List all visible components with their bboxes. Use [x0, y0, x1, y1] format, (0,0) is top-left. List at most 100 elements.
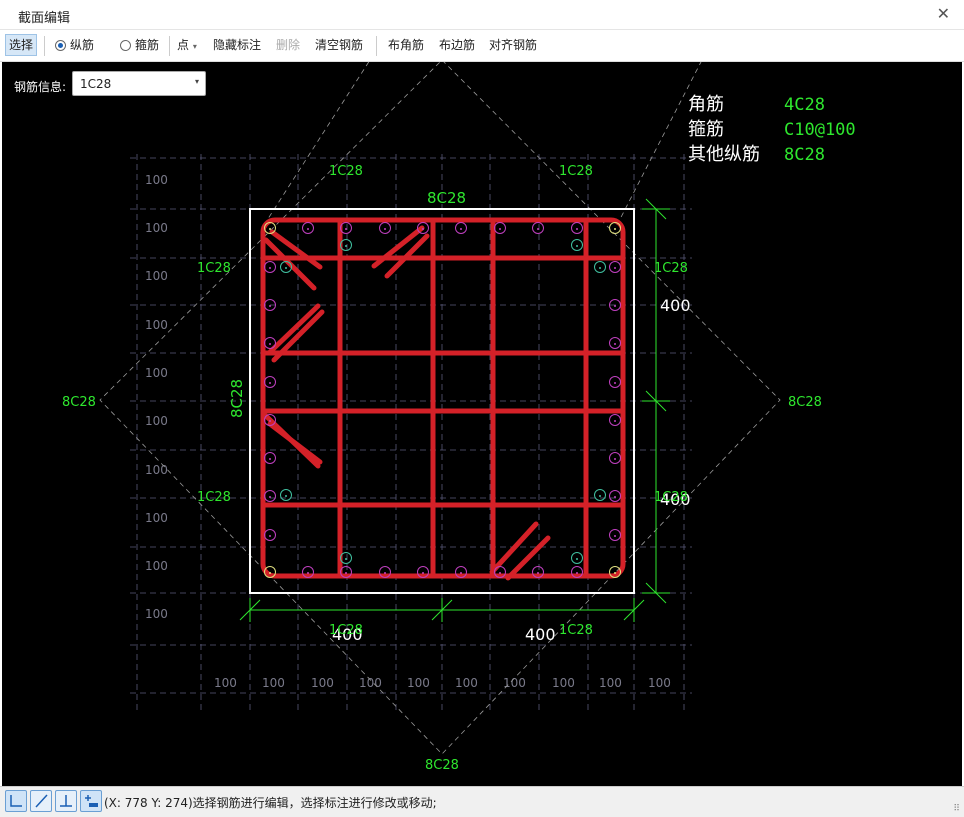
callout-left-lower[interactable]: 1C28	[197, 490, 231, 505]
grid-label: 100	[599, 676, 622, 690]
legend-value[interactable]: 8C28	[784, 145, 825, 165]
side-bar	[609, 337, 621, 349]
side-bar-dot	[537, 572, 539, 574]
grid-label: 100	[214, 676, 237, 690]
grid-label: 100	[455, 676, 478, 690]
side-bar-dot	[384, 228, 386, 230]
diamond-right-label[interactable]: 8C28	[788, 395, 822, 410]
callout-right-upper[interactable]: 1C28	[654, 261, 688, 276]
section-left-label[interactable]: 8C28	[228, 379, 246, 418]
side-bar-dot	[614, 420, 616, 422]
delete-button[interactable]: 删除	[276, 38, 301, 52]
stirrup-hook	[269, 229, 323, 270]
side-bar	[494, 566, 506, 578]
diamond-left-label[interactable]: 8C28	[62, 395, 96, 410]
section-outline[interactable]	[249, 208, 635, 594]
callout-right-lower[interactable]: 1C28	[654, 490, 688, 505]
inner-bar	[280, 489, 292, 501]
side-bar	[417, 222, 429, 234]
orthogonal-snap-button[interactable]	[5, 790, 27, 812]
callout-bottom-right[interactable]: 1C28	[559, 623, 593, 638]
side-bar-dot	[614, 535, 616, 537]
side-bar	[417, 566, 429, 578]
align-rebar-button[interactable]: 对齐钢筋	[489, 38, 538, 52]
side-bar	[571, 222, 583, 234]
side-bar-dot	[384, 572, 386, 574]
perpendicular-snap-button[interactable]	[55, 790, 77, 812]
callout-top-left[interactable]: 1C28	[329, 164, 363, 179]
leader-line	[263, 62, 370, 226]
grid-label: 100	[145, 511, 168, 525]
side-bar	[494, 222, 506, 234]
grid-label: 100	[145, 173, 168, 187]
dim-bottom-left[interactable]: 400	[332, 625, 363, 644]
grid-label: 100	[145, 559, 168, 573]
radio-stirrup[interactable]: 箍筋	[120, 35, 159, 55]
radio-unchecked-icon	[120, 40, 131, 51]
corner-bar-dot	[269, 572, 271, 574]
side-bar-dot	[576, 228, 578, 230]
dim-right-upper[interactable]: 400	[660, 296, 691, 315]
dim-right-lower[interactable]: 400	[660, 490, 691, 509]
clear-rebar-button[interactable]: 清空钢筋	[315, 38, 364, 52]
inner-bar-dot	[576, 558, 578, 560]
hide-annotation-button[interactable]: 隐藏标注	[213, 38, 262, 52]
inner-bar	[340, 239, 352, 251]
leader-line	[616, 62, 702, 226]
slash-line-icon	[35, 794, 48, 808]
radio-stirrup-label: 箍筋	[135, 38, 160, 52]
side-bar-dot	[614, 382, 616, 384]
section-top-label[interactable]: 8C28	[427, 189, 466, 207]
add-dimension-button[interactable]	[80, 790, 102, 812]
side-bar	[532, 566, 544, 578]
edge-rebar-button[interactable]: 布边筋	[439, 38, 476, 52]
side-bar	[302, 566, 314, 578]
side-bar	[264, 376, 276, 388]
title-bar: 截面编辑 ✕	[0, 0, 964, 30]
outer-stirrup	[260, 217, 626, 579]
corner-bar-dot	[269, 228, 271, 230]
side-bar-dot	[269, 420, 271, 422]
side-bar-dot	[499, 572, 501, 574]
grid-label: 100	[311, 676, 334, 690]
dim-bottom-right[interactable]: 400	[525, 625, 556, 644]
longitudinal-bars[interactable]	[264, 222, 621, 578]
corner-rebar-button[interactable]: 布角筋	[388, 38, 425, 52]
oblique-snap-button[interactable]	[30, 790, 52, 812]
side-bar-dot	[345, 228, 347, 230]
inner-bar	[340, 552, 352, 564]
corner-bar	[609, 222, 621, 234]
callout-left-upper[interactable]: 1C28	[197, 261, 231, 276]
diamond-bottom-label[interactable]: 8C28	[425, 758, 459, 773]
side-bar	[264, 490, 276, 502]
callout-top-right[interactable]: 1C28	[559, 164, 593, 179]
resize-grip-icon[interactable]: ⠿	[953, 804, 960, 814]
select-button[interactable]: 选择	[5, 34, 38, 56]
side-bar-dot	[614, 305, 616, 307]
legend-key: 其他纵筋	[688, 144, 760, 165]
legend-value[interactable]: C10@100	[784, 120, 856, 140]
side-bar	[379, 566, 391, 578]
stirrup-hook	[505, 535, 551, 581]
rebar-info-select[interactable]: 1C28 ▾	[72, 71, 206, 96]
inner-bar-dot	[599, 267, 601, 269]
inner-bar	[280, 261, 292, 273]
stirrup-rebar[interactable]	[260, 217, 626, 581]
side-bar-dot	[614, 267, 616, 269]
inner-bar-dot	[285, 495, 287, 497]
callout-leader-lines	[99, 62, 781, 755]
radio-longitudinal[interactable]: 纵筋	[55, 35, 94, 55]
point-mode-dropdown[interactable]: 点 ▾	[177, 35, 197, 55]
corner-bar-dot	[614, 572, 616, 574]
stirrup-hook	[384, 233, 430, 279]
grid-label: 100	[359, 676, 382, 690]
status-bar: (X: 778 Y: 274)选择钢筋进行编辑，选择标注进行修改或移动; ⠿	[0, 786, 964, 817]
callout-bottom-left[interactable]: 1C28	[329, 623, 363, 638]
close-icon[interactable]: ✕	[936, 4, 950, 23]
legend-value[interactable]: 4C28	[784, 95, 825, 115]
radio-longitudinal-label: 纵筋	[70, 38, 95, 52]
side-bar	[264, 452, 276, 464]
